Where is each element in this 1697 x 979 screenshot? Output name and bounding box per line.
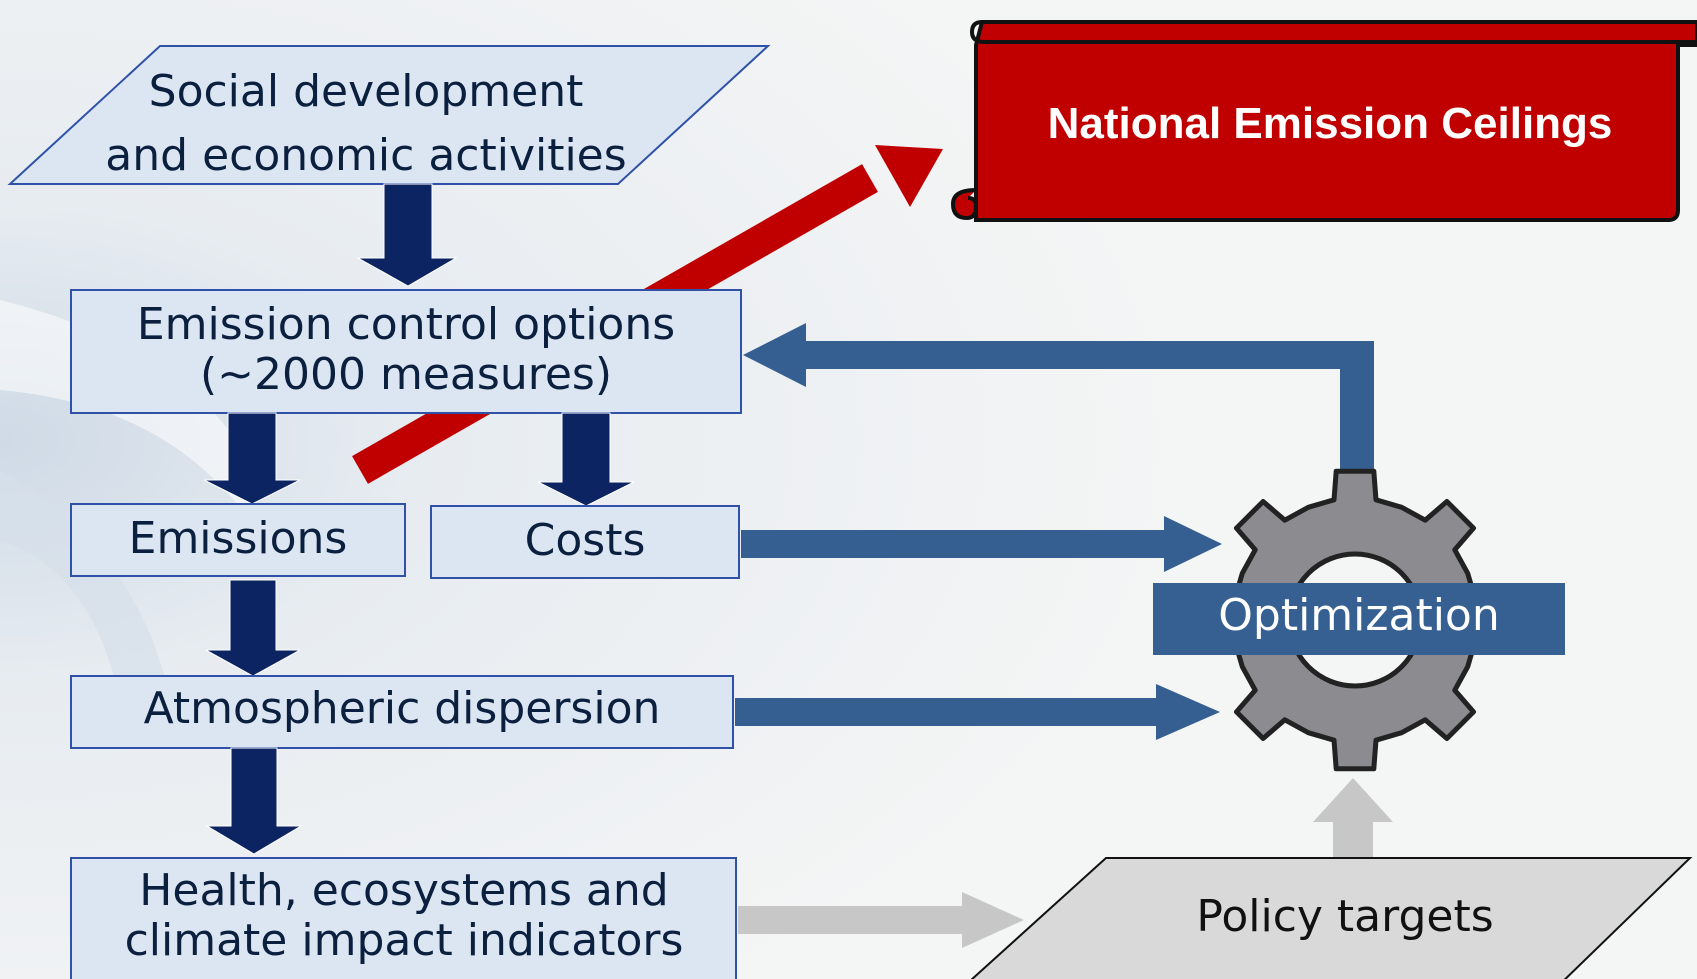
costs-node: Costs xyxy=(430,505,740,579)
scroll-curl-bottom xyxy=(950,188,979,221)
arrow-policy-to-optimization xyxy=(1313,778,1393,858)
social-development-node: Social development and economic activiti… xyxy=(7,45,771,185)
emission-control-line2: (~2000 measures) xyxy=(200,349,612,400)
background-swoosh-2 xyxy=(0,470,170,700)
policy-targets-node: Policy targets xyxy=(970,857,1693,979)
impact-indicators-line1: Health, ecosystems and xyxy=(139,865,668,916)
policy-targets-label: Policy targets xyxy=(1196,891,1493,942)
atmospheric-dispersion-label: Atmospheric dispersion xyxy=(144,683,661,734)
arrow-optimization-to-control xyxy=(743,323,1374,475)
impact-indicators-node: Health, ecosystems and climate impact in… xyxy=(70,857,737,979)
emission-control-node: Emission control options (~2000 measures… xyxy=(70,289,742,414)
atmospheric-dispersion-node: Atmospheric dispersion xyxy=(70,675,734,749)
national-emission-ceilings-node: National Emission Ceilings xyxy=(950,20,1697,222)
down-arrow-control-to-emissions xyxy=(203,412,301,505)
down-arrow-dispersion-to-impacts xyxy=(205,747,303,855)
impact-indicators-line2: climate impact indicators xyxy=(125,915,684,966)
optimization-node: Optimization xyxy=(1153,583,1565,655)
scroll-curl-top xyxy=(969,20,1697,44)
optimization-label: Optimization xyxy=(1218,590,1499,641)
costs-label: Costs xyxy=(525,515,646,566)
arrow-impacts-to-policy xyxy=(738,892,1024,948)
emissions-label: Emissions xyxy=(129,513,348,564)
down-arrow-control-to-costs xyxy=(537,412,635,507)
social-development-line1: Social development xyxy=(149,66,584,117)
social-development-line2: and economic activities xyxy=(105,130,626,181)
down-arrow-social-to-control xyxy=(356,183,458,287)
arrow-dispersion-to-optimization xyxy=(735,684,1220,740)
arrow-costs-to-optimization xyxy=(741,516,1222,572)
national-emission-ceilings-label: National Emission Ceilings xyxy=(1048,99,1613,148)
emission-control-line1: Emission control options xyxy=(137,299,675,350)
down-arrow-emissions-to-dispersion xyxy=(205,579,301,677)
emissions-node: Emissions xyxy=(70,503,406,577)
